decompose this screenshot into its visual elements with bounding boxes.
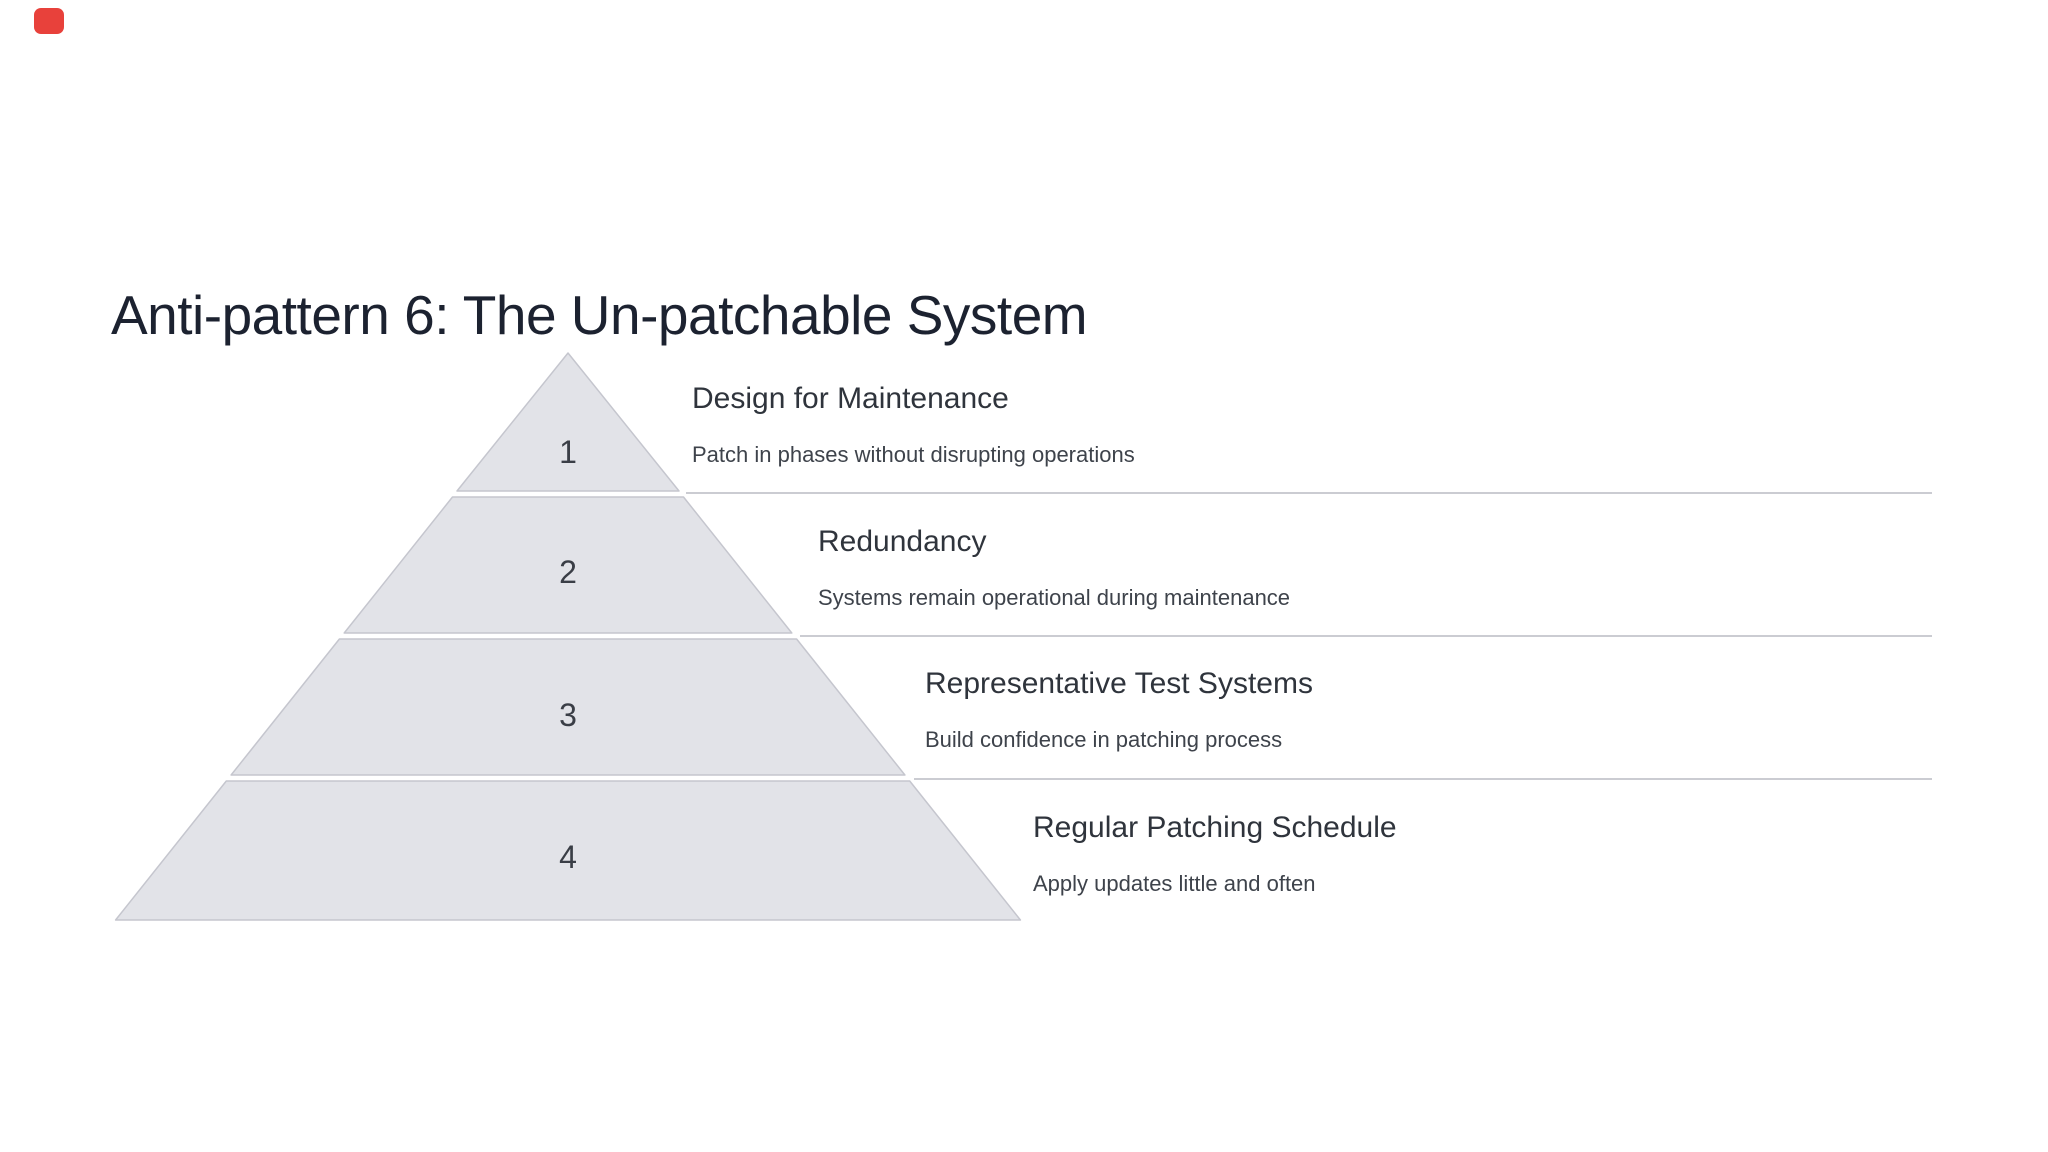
pyramid-level-2-number: 2 <box>559 554 577 590</box>
level-3-title: Representative Test Systems <box>925 667 1313 700</box>
slide-title: Anti-pattern 6: The Un-patchable System <box>111 283 1088 346</box>
level-2-description: Systems remain operational during mainte… <box>818 585 1291 610</box>
level-4-title: Regular Patching Schedule <box>1033 811 1397 844</box>
level-3-description: Build confidence in patching process <box>925 727 1283 752</box>
pyramid-level-4-shape <box>114 780 1022 921</box>
level-1-description: Patch in phases without disrupting opera… <box>692 442 1135 467</box>
pyramid-level-1-number: 1 <box>559 434 577 470</box>
pyramid-level-2-shape <box>343 496 793 634</box>
level-2-title: Redundancy <box>818 525 987 558</box>
level-3-divider <box>914 778 1932 780</box>
red-marker <box>34 8 64 34</box>
level-4-description: Apply updates little and often <box>1033 871 1316 896</box>
pyramid-level-3-shape <box>230 638 906 776</box>
level-1-title: Design for Maintenance <box>692 382 1009 415</box>
pyramid-level-3-number: 3 <box>559 697 577 733</box>
pyramid-level-1-shape <box>456 352 680 492</box>
level-1-divider <box>686 492 1932 494</box>
pyramid-level-4-number: 4 <box>559 839 577 875</box>
level-2-divider <box>800 635 1932 637</box>
